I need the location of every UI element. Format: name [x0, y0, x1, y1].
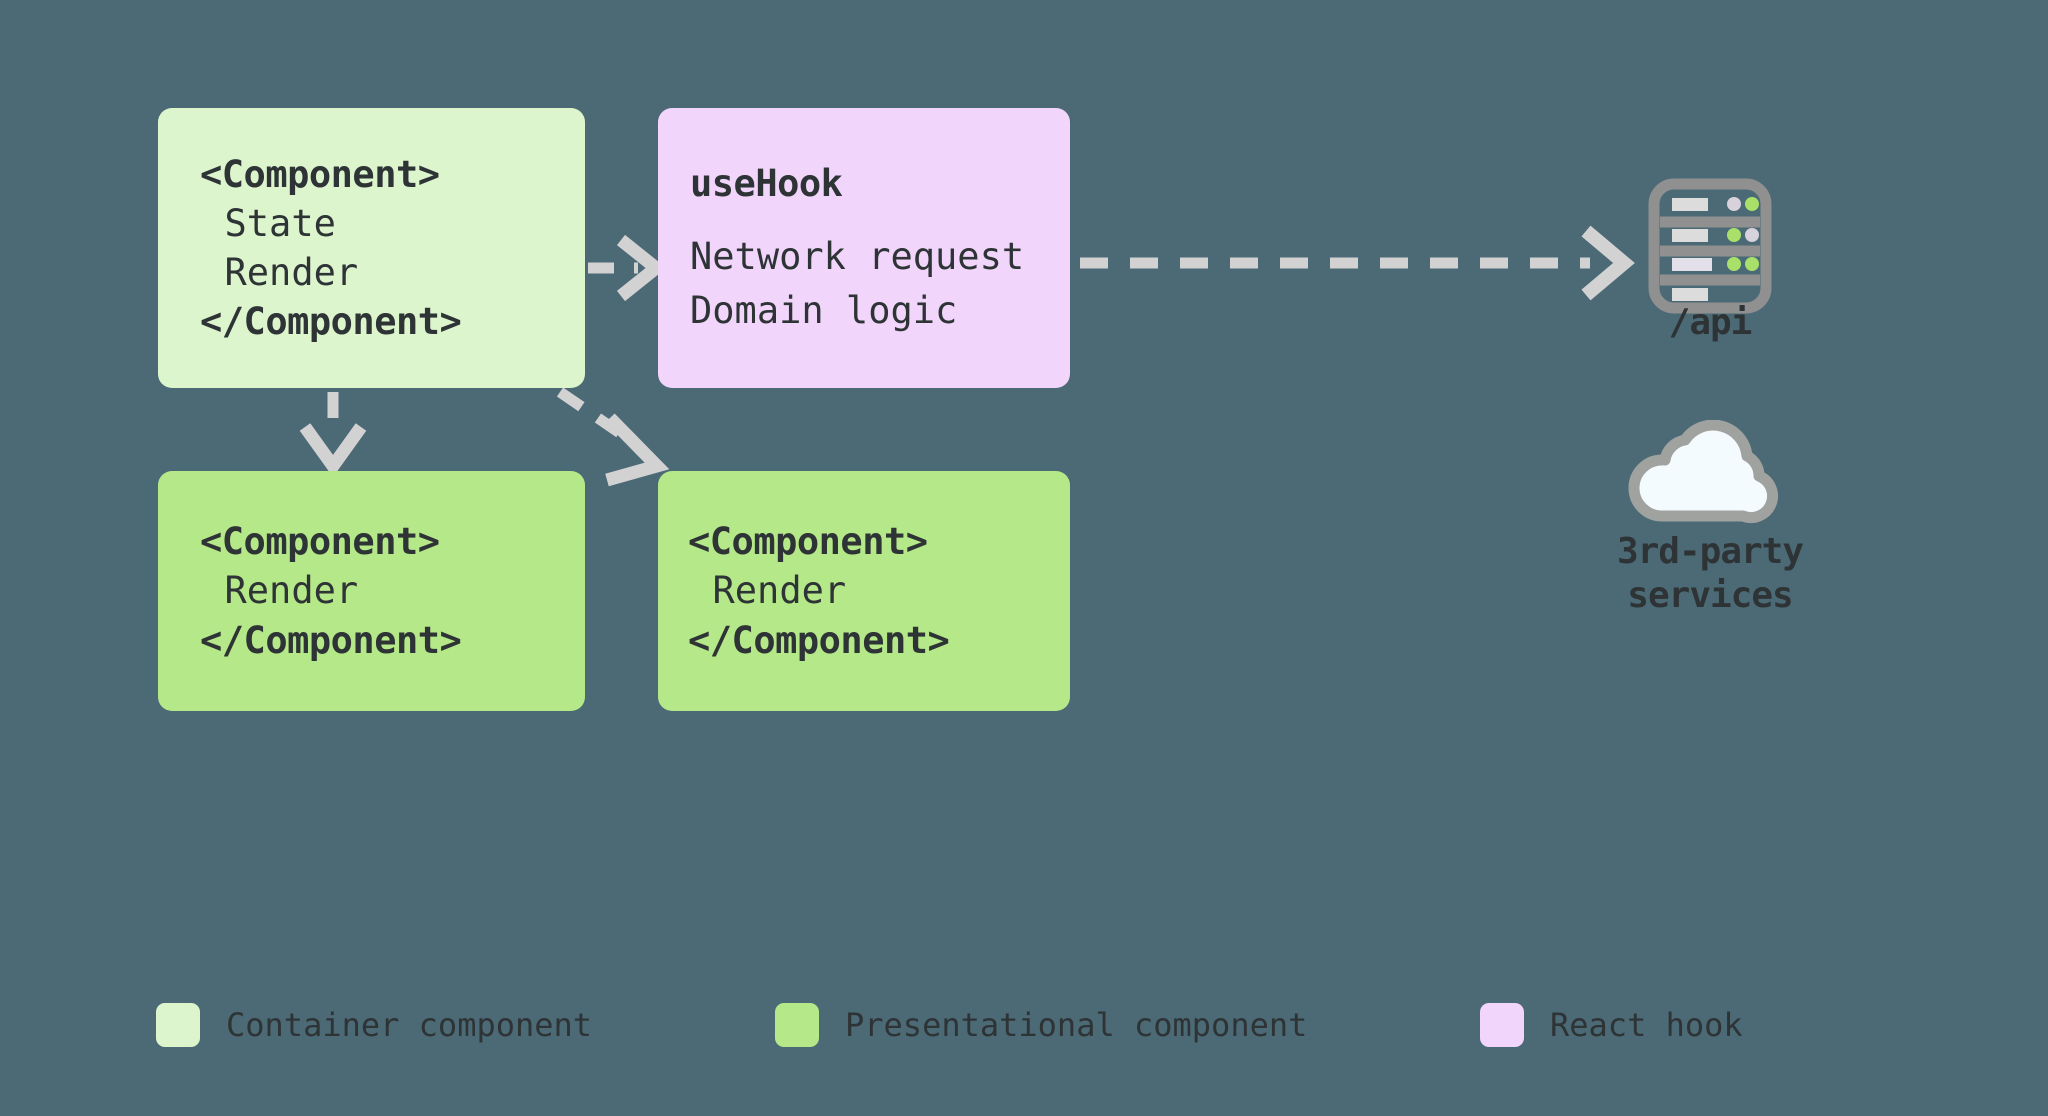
node-use-hook[interactable]: useHook Network request Domain logic [658, 108, 1070, 388]
edge-hook-to-api [1080, 225, 1635, 301]
presentational-left-close-tag: </Component> [200, 618, 462, 662]
legend-label-container-component: Container component [226, 1006, 593, 1044]
edge-container-to-presentational-left [299, 392, 367, 478]
legend-item-presentational-component[interactable]: Presentational component [775, 995, 1307, 1055]
presentational-right-render-line: Render [712, 569, 847, 613]
node-third-party-services[interactable] [1628, 419, 1788, 530]
container-close-tag: </Component> [200, 300, 462, 344]
server-icon [1648, 178, 1772, 314]
cloud-icon [1628, 419, 1779, 524]
legend-swatch-react-hook [1480, 1003, 1524, 1047]
legend-swatch-presentational-component [775, 1003, 819, 1047]
container-render-line: Render [224, 251, 359, 294]
legend-swatch-container-component [156, 1003, 200, 1047]
hook-network-request-line: Network request [690, 234, 1025, 278]
node-presentational-component-left[interactable]: <Component> Render </Component> [158, 471, 585, 711]
legend-label-react-hook: React hook [1550, 1006, 1743, 1044]
node-container-component[interactable]: <Component> State Render </Component> [158, 108, 585, 388]
legend: Container component Presentational compo… [0, 995, 2048, 1065]
presentational-left-open-tag: <Component> [200, 520, 440, 564]
third-party-label-line2: services [1627, 574, 1793, 616]
container-open-tag: <Component> [200, 152, 440, 196]
legend-item-container-component[interactable]: Container component [156, 995, 592, 1055]
legend-label-presentational-component: Presentational component [845, 1006, 1308, 1044]
api-label: /api [1668, 302, 1753, 343]
presentational-right-open-tag: <Component> [688, 520, 928, 564]
node-api-server[interactable] [1648, 178, 1772, 338]
edge-container-to-presentational-right [556, 387, 670, 487]
hook-domain-logic-line: Domain logic [690, 288, 958, 332]
third-party-label-line1: 3rd-party [1616, 531, 1804, 572]
container-state-line: State [224, 201, 336, 245]
presentational-right-close-tag: </Component> [688, 618, 950, 662]
presentational-left-render-line: Render [224, 569, 359, 613]
third-party-services-label: 3rd-party services [1560, 530, 1860, 618]
hook-title: useHook [690, 161, 843, 205]
node-presentational-component-right[interactable]: <Component> Render </Component> [658, 471, 1070, 711]
edge-container-to-hook [588, 234, 667, 302]
legend-item-react-hook[interactable]: React hook [1480, 995, 1743, 1055]
